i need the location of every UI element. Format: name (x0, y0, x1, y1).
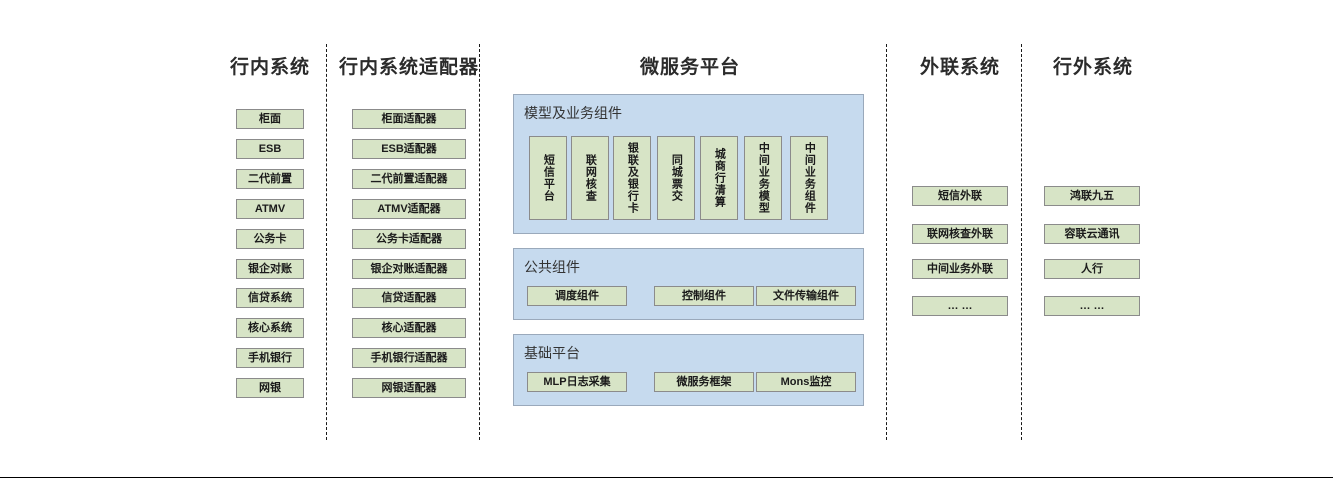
node-intra-system-6[interactable]: 银企对账 (236, 259, 304, 279)
column-title-intra-bank-adapters: 行内系统适配器 (338, 57, 479, 78)
panel-title-base-platform: 基础平台 (524, 345, 580, 361)
column-title-external-link-systems: 外联系统 (919, 57, 1000, 78)
node-intra-system-9[interactable]: 手机银行 (236, 348, 304, 368)
column-title-microservice-platform: 微服务平台 (639, 57, 740, 78)
panel-base-platform (513, 334, 864, 406)
bottom-separator-rule (0, 477, 1333, 478)
node-intra-adapter-1[interactable]: 柜面适配器 (352, 109, 466, 129)
node-intra-system-5[interactable]: 公务卡 (236, 229, 304, 249)
node-outside-bank-4[interactable]: … … (1044, 296, 1140, 316)
node-intra-system-8[interactable]: 核心系统 (236, 318, 304, 338)
node-intra-adapter-9[interactable]: 手机银行适配器 (352, 348, 466, 368)
node-model-component-3[interactable]: 银联及银行卡 (613, 136, 651, 220)
node-public-component-2[interactable]: 控制组件 (654, 286, 754, 306)
node-external-link-4[interactable]: … … (912, 296, 1008, 316)
node-external-link-1[interactable]: 短信外联 (912, 186, 1008, 206)
node-base-platform-3[interactable]: Mons监控 (756, 372, 856, 392)
node-intra-system-7[interactable]: 信贷系统 (236, 288, 304, 308)
column-title-outside-bank-systems: 行外系统 (1052, 57, 1133, 78)
node-external-link-3[interactable]: 中间业务外联 (912, 259, 1008, 279)
node-model-component-2[interactable]: 联网核查 (571, 136, 609, 220)
node-public-component-3[interactable]: 文件传输组件 (756, 286, 856, 306)
node-outside-bank-1[interactable]: 鸿联九五 (1044, 186, 1140, 206)
node-intra-system-2[interactable]: ESB (236, 139, 304, 159)
node-model-component-1[interactable]: 短信平台 (529, 136, 567, 220)
node-outside-bank-2[interactable]: 容联云通讯 (1044, 224, 1140, 244)
node-intra-adapter-7[interactable]: 信贷适配器 (352, 288, 466, 308)
node-intra-system-3[interactable]: 二代前置 (236, 169, 304, 189)
node-external-link-2[interactable]: 联网核查外联 (912, 224, 1008, 244)
panel-public-components (513, 248, 864, 320)
node-model-component-5[interactable]: 城商行清算 (700, 136, 738, 220)
node-intra-system-4[interactable]: ATMV (236, 199, 304, 219)
node-model-component-7[interactable]: 中间业务组件 (790, 136, 828, 220)
divider-3 (886, 44, 887, 440)
node-intra-adapter-8[interactable]: 核心适配器 (352, 318, 466, 338)
node-intra-adapter-4[interactable]: ATMV适配器 (352, 199, 466, 219)
node-intra-system-1[interactable]: 柜面 (236, 109, 304, 129)
panel-title-model-business-components: 模型及业务组件 (524, 105, 622, 121)
node-outside-bank-3[interactable]: 人行 (1044, 259, 1140, 279)
divider-1 (326, 44, 327, 440)
panel-title-public-components: 公共组件 (524, 259, 580, 275)
divider-2 (479, 44, 480, 440)
column-title-intra-bank-systems: 行内系统 (229, 57, 310, 78)
divider-4 (1021, 44, 1022, 440)
node-intra-adapter-10[interactable]: 网银适配器 (352, 378, 466, 398)
node-intra-adapter-3[interactable]: 二代前置适配器 (352, 169, 466, 189)
node-model-component-6[interactable]: 中间业务模型 (744, 136, 782, 220)
node-intra-system-10[interactable]: 网银 (236, 378, 304, 398)
node-intra-adapter-5[interactable]: 公务卡适配器 (352, 229, 466, 249)
node-base-platform-1[interactable]: MLP日志采集 (527, 372, 627, 392)
node-base-platform-2[interactable]: 微服务框架 (654, 372, 754, 392)
node-intra-adapter-2[interactable]: ESB适配器 (352, 139, 466, 159)
node-model-component-4[interactable]: 同城票交 (657, 136, 695, 220)
node-intra-adapter-6[interactable]: 银企对账适配器 (352, 259, 466, 279)
node-public-component-1[interactable]: 调度组件 (527, 286, 627, 306)
